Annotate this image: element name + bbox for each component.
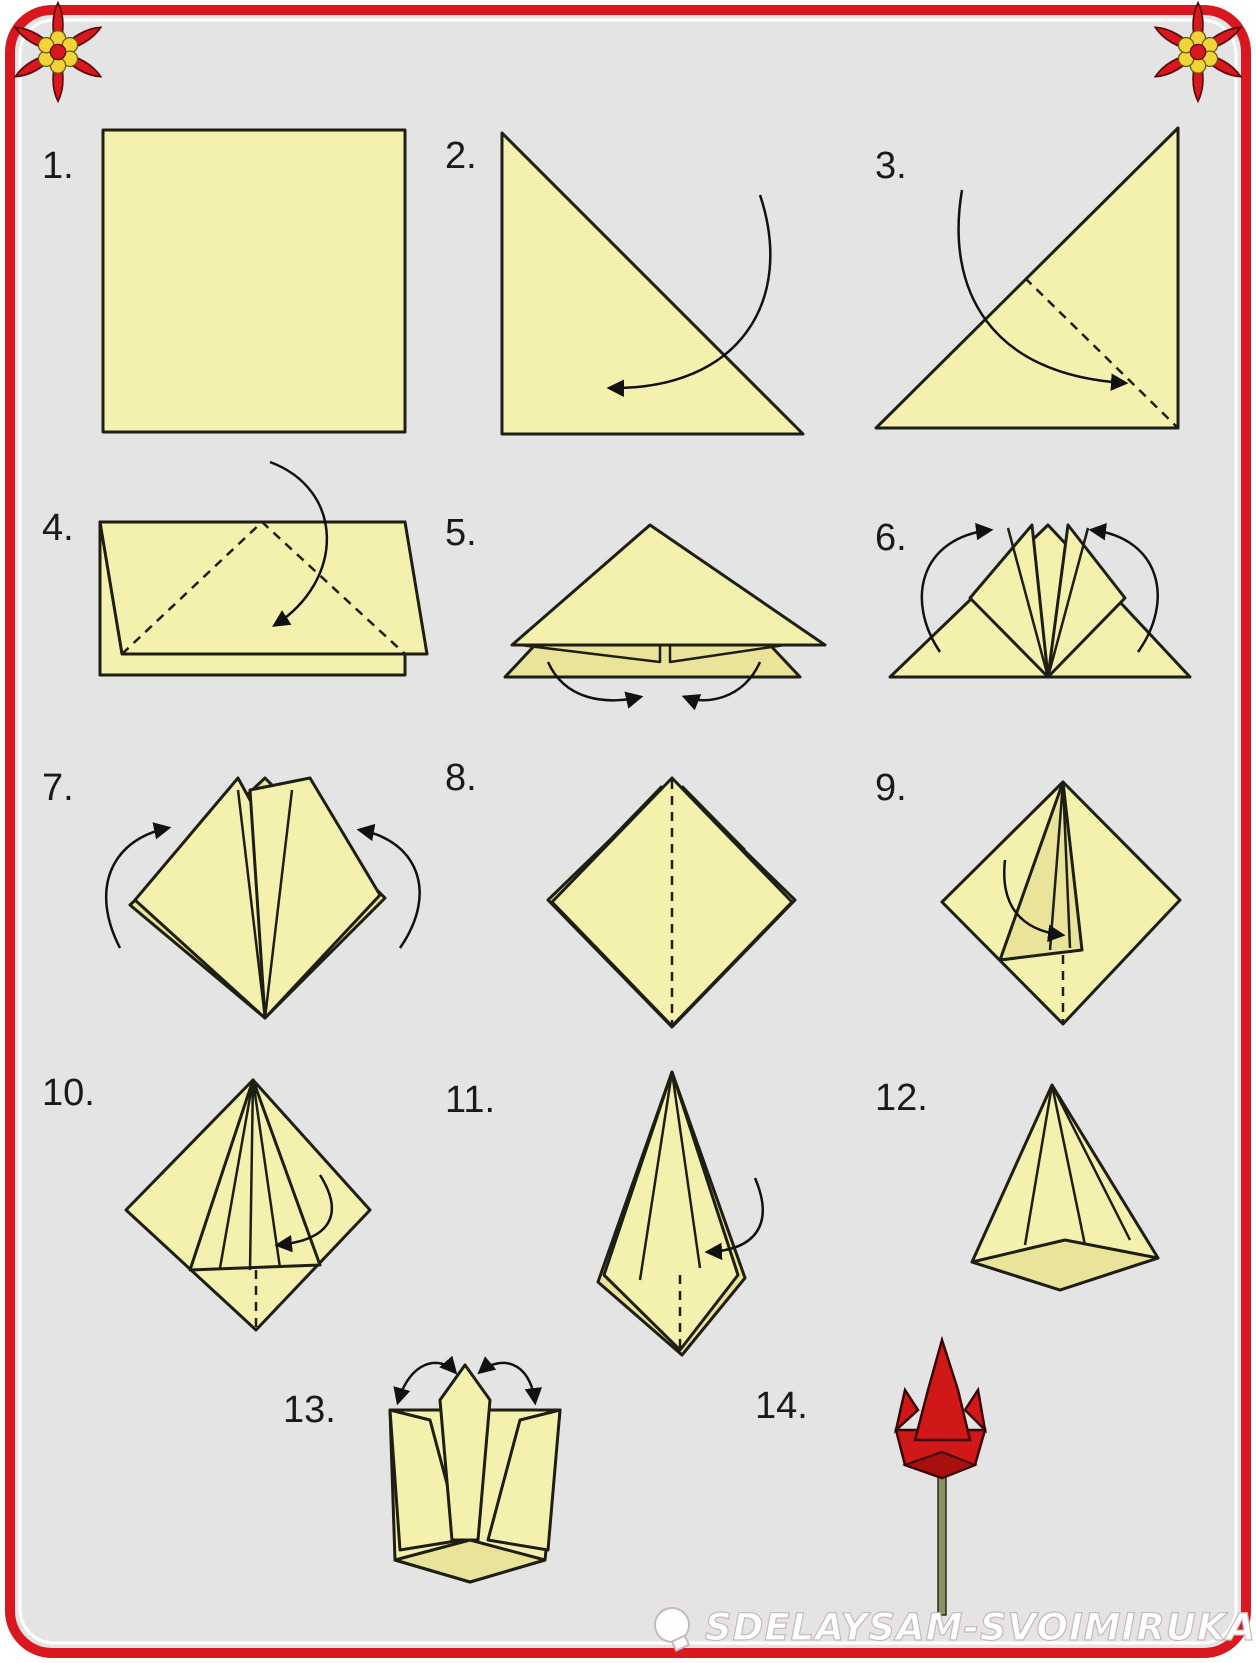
step-5-label: 5. <box>445 512 477 554</box>
step-14-label: 14. <box>755 1385 808 1427</box>
watermark: SDELAYSAM-SVOIMIRUKAMI.RU <box>649 1602 1256 1654</box>
step-3-label: 3. <box>875 145 907 187</box>
step-10-label: 10. <box>42 1072 95 1114</box>
tulip-stem <box>938 1470 946 1615</box>
step-9-label: 9. <box>875 767 907 809</box>
step-8-label: 8. <box>445 757 477 799</box>
step-1-label: 1. <box>42 145 74 187</box>
watermark-text: SDELAYSAM-SVOIMIRUKAMI.RU <box>705 1606 1256 1649</box>
step-13-label: 13. <box>283 1389 336 1431</box>
step-11-label: 11. <box>445 1079 495 1121</box>
step-6-label: 6. <box>875 517 907 559</box>
step-7-label: 7. <box>42 767 74 809</box>
step-12-label: 12. <box>875 1077 928 1119</box>
step-2-label: 2. <box>445 135 477 177</box>
step-1-diagram <box>103 130 405 432</box>
step-4-label: 4. <box>42 507 74 549</box>
